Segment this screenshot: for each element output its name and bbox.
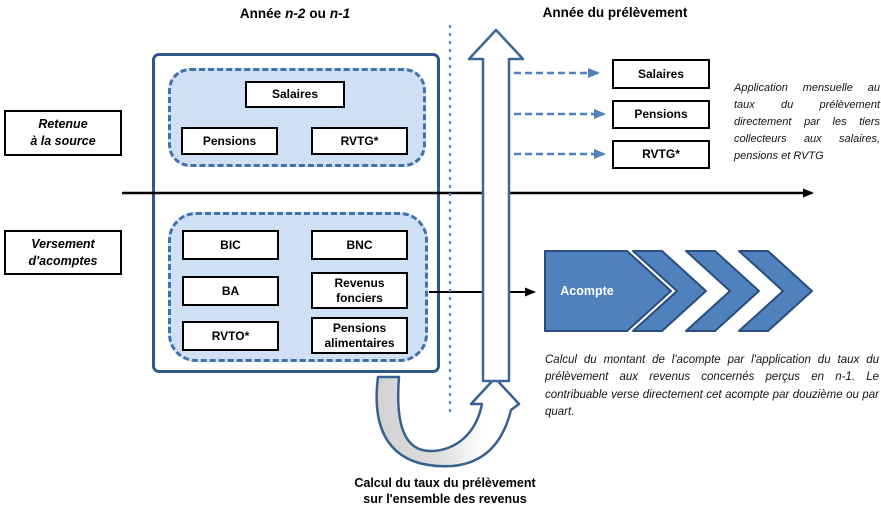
bnc-box-label: BNC [346, 237, 373, 252]
versement-line1: Versement [31, 236, 95, 251]
acompte-chevron-3 [738, 250, 813, 332]
acompte-calculation-text: Calcul du montant de l'acompte par l'app… [545, 354, 879, 418]
rvtg-box-right: RVTG* [612, 140, 710, 169]
pensions-box-right: Pensions [612, 100, 710, 129]
rvtg-box-left: RVTG* [311, 127, 408, 155]
rvtg-box-left-label: RVTG* [340, 133, 379, 148]
retenue-source-label-box: Retenue à la source [4, 110, 122, 156]
versement-acomptes-label-box: Versement d'acomptes [4, 230, 122, 275]
acompte-label: Acompte [545, 277, 629, 305]
year-n2-n1-container [152, 53, 440, 373]
bic-box: BIC [182, 230, 279, 260]
pensions-alimentaires-line1: Pensions [332, 321, 387, 336]
pensions-alimentaires-box: Pensions alimentaires [311, 317, 408, 354]
salaires-box-left-label: Salaires [271, 87, 319, 102]
monthly-application-annotation: Application mensuelle au taux du prélève… [734, 80, 880, 165]
salaires-box-right: Salaires [612, 59, 710, 89]
salaires-box-right-label: Salaires [637, 66, 685, 81]
acompte-calculation-annotation: Calcul du montant de l'acompte par l'app… [545, 352, 879, 421]
ba-box: BA [182, 276, 279, 306]
rate-calculation-line2: sur l'ensemble des revenus [363, 492, 527, 507]
rate-calculation-line1: Calcul du taux du prélèvement [354, 476, 536, 490]
pensions-box-left-label: Pensions [202, 133, 257, 148]
bic-box-label: BIC [220, 237, 241, 252]
revenus-fonciers-box: Revenus fonciers [311, 272, 408, 309]
bnc-box: BNC [311, 230, 408, 260]
revenus-fonciers-line2: fonciers [336, 290, 383, 305]
monthly-application-text: Application mensuelle au taux du prélève… [734, 82, 880, 163]
left-year-title-n2: n-2 [285, 6, 306, 21]
left-year-title-ou: ou [309, 6, 326, 21]
acompte-label-text: Acompte [560, 284, 614, 298]
revenus-fonciers-line1: Revenus [334, 276, 385, 291]
retenue-line2: à la source [30, 134, 96, 148]
rate-application-up-arrow [467, 28, 525, 383]
rate-calculation-caption: Calcul du taux du prélèvement sur l'ense… [320, 475, 570, 508]
acompte-chevron-1 [632, 250, 707, 332]
versement-line2: d'acomptes [28, 253, 98, 268]
rvto-box: RVTO* [182, 321, 279, 351]
left-year-title-n1: n-1 [329, 6, 351, 21]
right-year-title-text: Année du prélèvement [542, 5, 688, 20]
left-year-title: Année n-2 ou n-1 [180, 6, 410, 21]
pensions-alimentaires-line2: alimentaires [324, 335, 395, 350]
pensions-box-left: Pensions [181, 127, 278, 155]
rvtg-box-right-label: RVTG* [642, 147, 680, 162]
acompte-chevron-2 [685, 250, 760, 332]
rate-calculation-curved-arrow [375, 375, 521, 468]
retenue-line1: Retenue [38, 117, 88, 132]
left-year-title-word: Année [239, 6, 282, 21]
salaires-box-left: Salaires [245, 81, 345, 108]
pensions-box-right-label: Pensions [634, 107, 688, 122]
rvto-box-label: RVTO* [211, 328, 250, 343]
ba-box-label: BA [221, 283, 240, 298]
right-year-title: Année du prélèvement [515, 5, 715, 20]
